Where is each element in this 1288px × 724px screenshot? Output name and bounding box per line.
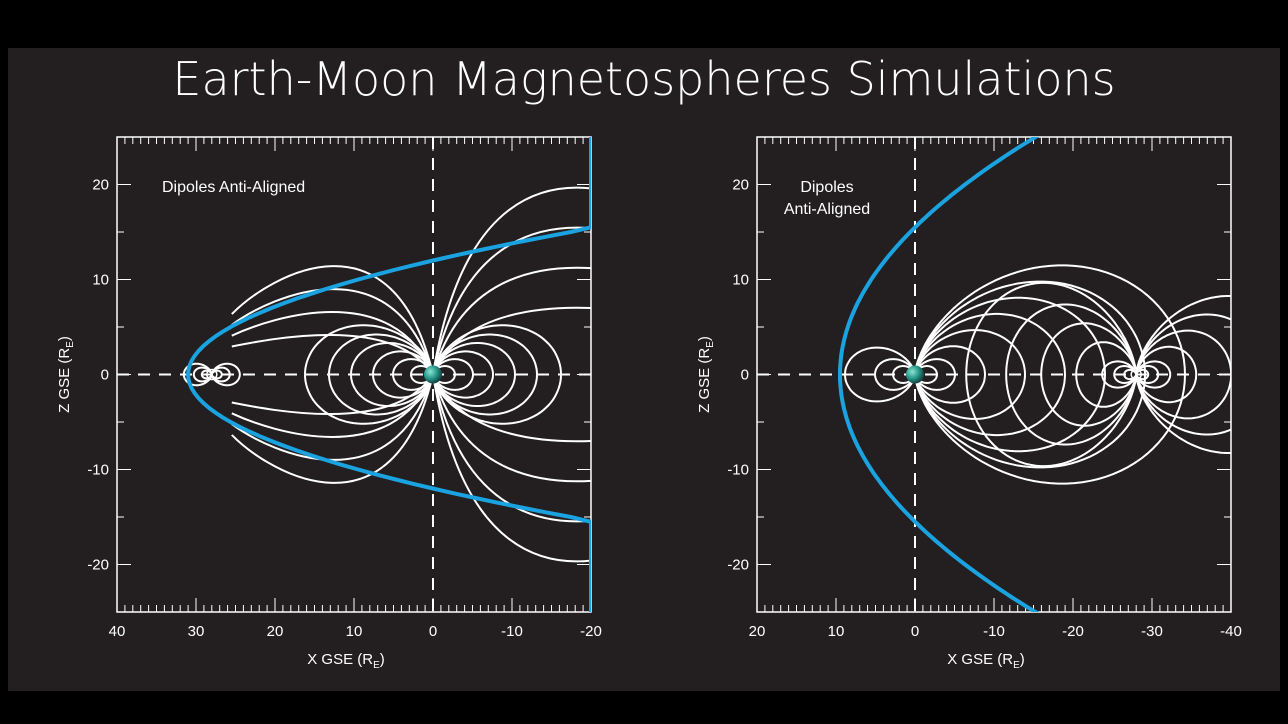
field-line — [914, 280, 1147, 469]
field-lines-group — [838, 137, 1231, 612]
field-line — [1075, 341, 1138, 408]
field-line — [371, 350, 434, 399]
field-line — [914, 329, 1027, 420]
field-line — [392, 358, 434, 391]
slide-title: Earth-Moon Magnetospheres Simulations — [172, 52, 1116, 106]
field-line — [1005, 303, 1138, 446]
moon-marker — [206, 368, 218, 381]
chart-panel-2: 20 10 0 -10 -20 -30 -40 20 10 0 -10 -20 X GSE (RE) Z … — [696, 136, 1242, 671]
y-tick-label: 0 — [101, 367, 109, 384]
y-tick-label: -10 — [727, 462, 749, 479]
chart-panel-1: 40 30 20 10 0 -10 -20 20 10 0 -10 -20 X GSE (RE) Z GS… — [56, 136, 602, 671]
field-line — [914, 264, 1187, 485]
moon-marker — [1130, 368, 1142, 381]
field-line — [1135, 360, 1172, 389]
y-tick-label: -20 — [87, 557, 109, 574]
x-tick-label: -10 — [501, 623, 523, 640]
field-line — [914, 345, 987, 404]
field-line — [1101, 360, 1138, 389]
x-tick-label: -40 — [1220, 623, 1242, 640]
field-line — [965, 281, 1138, 468]
x-tick-label: -20 — [580, 623, 602, 640]
x-axis-label: X GSE (RE) — [307, 651, 385, 671]
field-lines-group — [182, 137, 591, 612]
field-line — [432, 306, 591, 375]
field-line — [914, 358, 956, 391]
y-tick-label: 10 — [732, 272, 749, 289]
earth-marker — [424, 365, 442, 384]
field-line — [1040, 322, 1138, 427]
x-tick-label: -30 — [1141, 623, 1163, 640]
field-line — [231, 373, 434, 415]
field-line — [874, 358, 916, 391]
slide: Earth-Moon Magnetospheres Simulations — [8, 48, 1280, 691]
x-tick-label: 40 — [109, 623, 126, 640]
field-line — [432, 374, 591, 563]
field-line — [210, 362, 241, 387]
field-line — [432, 374, 591, 483]
y-tick-label: 0 — [741, 367, 749, 384]
magnetopause-boundary — [186, 137, 591, 612]
field-line — [231, 311, 434, 375]
field-line — [231, 374, 434, 438]
y-tick-label: -20 — [727, 557, 749, 574]
field-line — [914, 296, 1107, 453]
field-line — [914, 312, 1067, 437]
magnetopause-boundary — [838, 137, 1040, 612]
y-tick-label: 20 — [732, 177, 749, 194]
y-tick-label: 20 — [92, 177, 109, 194]
x-tick-label: 30 — [188, 623, 205, 640]
field-line — [231, 374, 434, 484]
field-line — [1135, 313, 1231, 436]
field-line — [1135, 295, 1231, 454]
field-line — [432, 374, 591, 443]
x-tick-label: 20 — [749, 623, 766, 640]
field-line — [1135, 345, 1198, 404]
y-axis-label: Z GSE (RE) — [56, 336, 76, 413]
field-line — [231, 334, 434, 376]
field-line — [231, 265, 434, 375]
y-tick-label: 10 — [92, 272, 109, 289]
dipoles-annotation: Dipoles Anti-Aligned — [162, 179, 305, 196]
x-tick-label: 0 — [911, 623, 919, 640]
x-tick-label: -20 — [1062, 623, 1084, 640]
field-line — [432, 324, 563, 425]
x-tick-label: 10 — [828, 623, 845, 640]
dipoles-annotation-line: Anti-Aligned — [784, 201, 870, 218]
field-line — [432, 186, 591, 375]
x-tick-label: -10 — [983, 623, 1005, 640]
y-axis-label: Z GSE (RE) — [696, 336, 716, 413]
x-axis-label: X GSE (RE) — [947, 651, 1025, 671]
field-line — [1135, 329, 1231, 420]
x-tick-label: 0 — [429, 623, 437, 640]
dipoles-annotation-line: Dipoles — [800, 179, 853, 196]
field-line — [432, 266, 591, 375]
x-tick-label: 20 — [267, 623, 284, 640]
x-tick-label: 10 — [346, 623, 363, 640]
field-line — [182, 362, 213, 387]
earth-marker — [906, 365, 924, 384]
field-line — [843, 346, 916, 403]
y-tick-label: -10 — [87, 462, 109, 479]
